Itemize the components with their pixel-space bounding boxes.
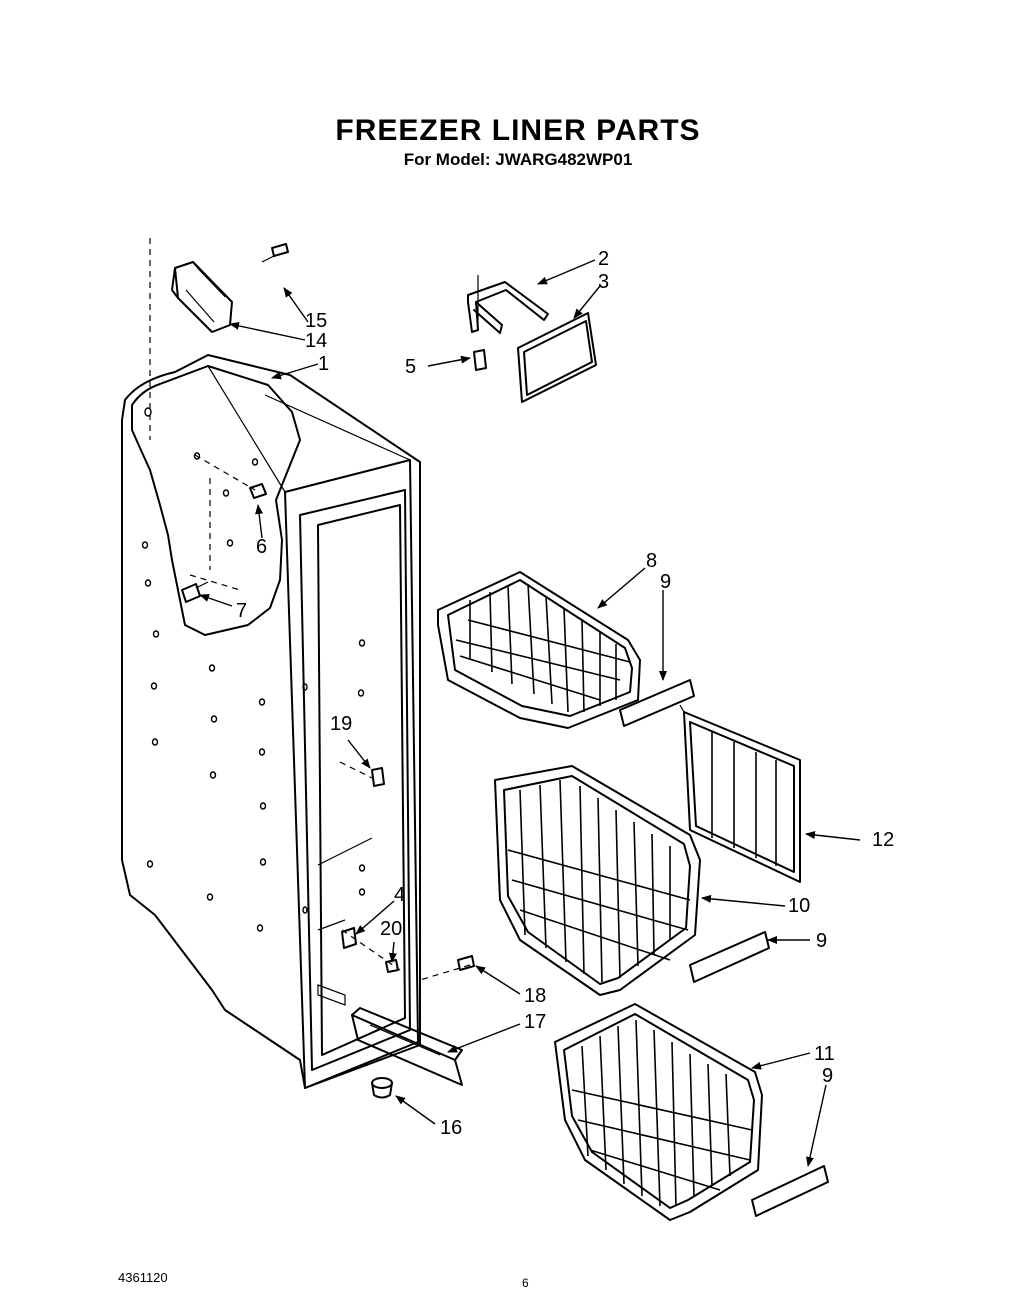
callout-4: 4 [394,884,405,906]
callout-20: 20 [380,918,402,940]
callout-9-middle: 9 [816,930,827,952]
document-number: 4361120 [118,1270,168,1285]
cover-plate-3 [517,312,597,403]
callout-6: 6 [256,536,267,558]
callout-12: 12 [872,829,894,851]
clip-6 [249,483,267,499]
wire-shelf-12 [679,704,801,883]
callout-9-lower: 9 [822,1065,833,1087]
rail-9-upper [619,679,695,727]
callout-8: 8 [646,550,657,572]
screw-5 [473,349,487,371]
leader-lines [199,259,861,1167]
clip-4 [341,927,357,949]
screw-18 [457,955,475,971]
freezer-liner [121,238,471,1089]
bracket-19 [371,767,385,787]
basket-11 [554,1003,763,1221]
rail-9-middle [689,931,770,983]
callout-10: 10 [788,895,810,917]
callout-16: 16 [440,1117,462,1139]
callout-15: 15 [305,310,327,332]
plug-16 [371,1077,393,1099]
hinge-bracket-14 [171,261,233,333]
callout-19: 19 [330,713,352,735]
basket-8 [437,571,641,729]
callout-14: 14 [305,330,327,352]
callout-5: 5 [405,356,416,378]
callout-1: 1 [318,353,329,375]
callout-9-upper: 9 [660,571,671,593]
trim-17 [351,1007,463,1086]
fastener-7 [181,581,209,603]
screw-15 [261,243,289,263]
callout-7: 7 [236,600,247,622]
page-number: 6 [522,1276,529,1290]
page-title: FREEZER LINER PARTS [335,114,701,147]
basket-10 [494,765,701,996]
callout-11: 11 [814,1043,835,1065]
model-subtitle: For Model: JWARG482WP01 [403,150,633,169]
callout-2: 2 [598,248,609,270]
rail-9-lower [751,1165,829,1217]
callout-17: 17 [524,1011,546,1033]
callout-18: 18 [524,985,546,1007]
callout-3: 3 [598,271,609,293]
guide-bracket-2 [467,275,549,334]
